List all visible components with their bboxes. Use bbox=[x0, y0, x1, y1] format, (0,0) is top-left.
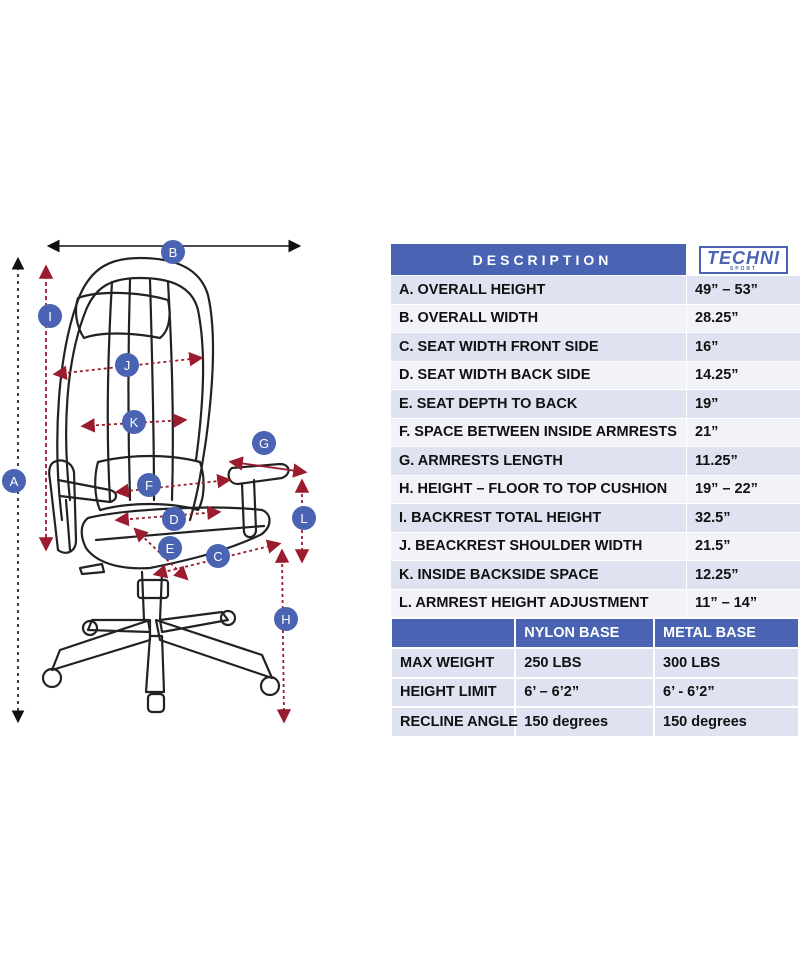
chair-illustration: A B C D E F G H I J K L bbox=[2, 239, 316, 724]
spec-label: B. OVERALL WIDTH bbox=[390, 303, 687, 333]
dimension-badges: A B C D E F G H I J K L bbox=[2, 240, 316, 631]
spec-value: 21” bbox=[686, 417, 800, 447]
spec-value: 49” – 53” bbox=[686, 275, 800, 305]
spec-label: E. SEAT DEPTH TO BACK bbox=[390, 389, 687, 419]
description-header: DESCRIPTION bbox=[390, 243, 687, 276]
spec-label: H. HEIGHT – FLOOR TO TOP CUSHION bbox=[390, 474, 687, 504]
nylon-base-header: NYLON BASE bbox=[514, 617, 655, 649]
badge-c: C bbox=[206, 544, 230, 568]
badge-a: A bbox=[2, 469, 26, 493]
spec-label: I. BACKREST TOTAL HEIGHT bbox=[390, 503, 687, 533]
nylon-value: 250 LBS bbox=[514, 647, 655, 679]
nylon-value: 150 degrees bbox=[514, 706, 655, 738]
base-comparison-table: NYLON BASE METAL BASE MAX WEIGHT 250 LBS… bbox=[389, 617, 800, 738]
base-row: RECLINE ANGLE 150 degrees 150 degrees bbox=[389, 706, 800, 738]
svg-text:J: J bbox=[124, 358, 131, 373]
spec-label: G. ARMRESTS LENGTH bbox=[390, 446, 687, 476]
base-row: MAX WEIGHT 250 LBS 300 LBS bbox=[389, 647, 800, 679]
badge-f: F bbox=[137, 473, 161, 497]
spec-value: 16” bbox=[686, 332, 800, 362]
spec-label: A. OVERALL HEIGHT bbox=[390, 275, 687, 305]
metal-base-header: METAL BASE bbox=[653, 617, 800, 649]
base-table-header: NYLON BASE METAL BASE bbox=[389, 617, 800, 649]
svg-text:I: I bbox=[48, 309, 52, 324]
svg-text:G: G bbox=[259, 436, 269, 451]
base-label: HEIGHT LIMIT bbox=[389, 676, 517, 708]
spec-value: 21.5” bbox=[686, 531, 800, 561]
badge-j: J bbox=[115, 353, 139, 377]
badge-g: G bbox=[252, 431, 276, 455]
metal-value: 6’ - 6’2” bbox=[653, 676, 800, 708]
svg-text:E: E bbox=[166, 541, 175, 556]
svg-text:C: C bbox=[213, 549, 222, 564]
spec-value: 19” bbox=[686, 389, 800, 419]
svg-text:L: L bbox=[300, 511, 307, 526]
spec-value: 19” – 22” bbox=[686, 474, 800, 504]
spec-value: 28.25” bbox=[686, 303, 800, 333]
svg-text:D: D bbox=[169, 512, 178, 527]
badge-i: I bbox=[38, 304, 62, 328]
base-row: HEIGHT LIMIT 6’ – 6’2” 6’ - 6’2” bbox=[389, 676, 800, 708]
chair-dimension-diagram: A B C D E F G H I J K L bbox=[0, 200, 390, 760]
metal-value: 150 degrees bbox=[653, 706, 800, 738]
svg-text:F: F bbox=[145, 478, 153, 493]
spec-label: L. ARMREST HEIGHT ADJUSTMENT bbox=[390, 588, 687, 618]
brand-logo: TECHNI SPORT bbox=[686, 243, 800, 276]
svg-text:A: A bbox=[10, 474, 19, 489]
badge-k: K bbox=[122, 410, 146, 434]
spec-label: D. SEAT WIDTH BACK SIDE bbox=[390, 360, 687, 390]
spec-value: 11.25” bbox=[686, 446, 800, 476]
inner-dimension-lines bbox=[38, 264, 310, 724]
badge-b: B bbox=[161, 240, 185, 264]
badge-d: D bbox=[162, 507, 186, 531]
base-label: RECLINE ANGLE bbox=[389, 706, 518, 738]
svg-text:H: H bbox=[281, 612, 290, 627]
badge-h: H bbox=[274, 607, 298, 631]
spec-label: J. BEACKREST SHOULDER WIDTH bbox=[390, 531, 687, 561]
badge-e: E bbox=[158, 536, 182, 560]
chair-outline bbox=[41, 256, 290, 714]
spec-value: 32.5” bbox=[686, 503, 800, 533]
spec-label: C. SEAT WIDTH FRONT SIDE bbox=[390, 332, 687, 362]
nylon-value: 6’ – 6’2” bbox=[514, 676, 655, 708]
dimension-spec-table: DESCRIPTION TECHNI SPORT A. OVERALL HEIG… bbox=[390, 243, 800, 618]
spec-table-header: DESCRIPTION TECHNI SPORT bbox=[390, 243, 800, 276]
techni-sport-logo: TECHNI SPORT bbox=[699, 245, 788, 274]
svg-text:K: K bbox=[130, 415, 139, 430]
base-header-empty bbox=[389, 617, 517, 649]
metal-value: 300 LBS bbox=[653, 647, 800, 679]
svg-text:B: B bbox=[169, 245, 178, 260]
spec-label: F. SPACE BETWEEN INSIDE ARMRESTS bbox=[390, 417, 687, 447]
badge-l: L bbox=[292, 506, 316, 530]
base-label: MAX WEIGHT bbox=[389, 647, 517, 679]
spec-value: 12.25” bbox=[686, 560, 800, 590]
spec-label: K. INSIDE BACKSIDE SPACE bbox=[390, 560, 687, 590]
spec-value: 14.25” bbox=[686, 360, 800, 390]
spec-value: 11” – 14” bbox=[686, 588, 800, 618]
